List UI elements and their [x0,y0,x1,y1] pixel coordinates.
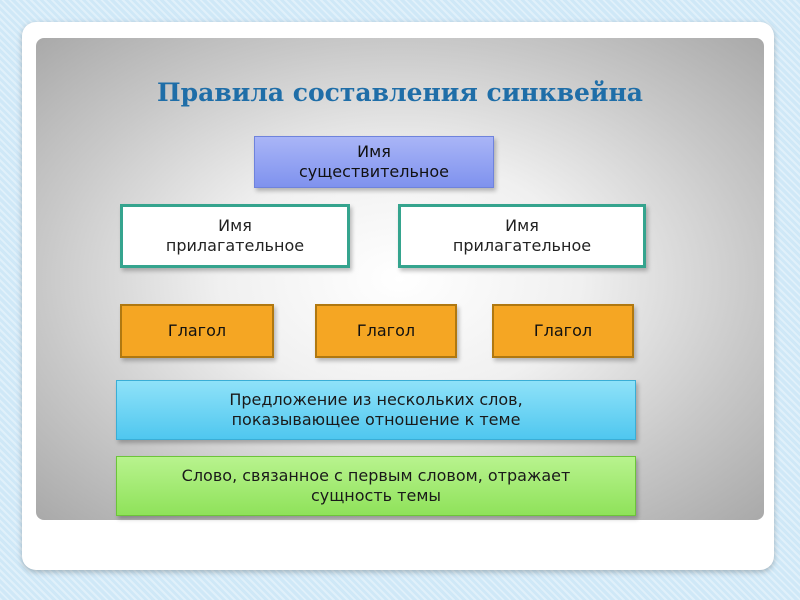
noun-box: Имя существительное [254,136,494,188]
sentence-box: Предложение из нескольких слов, показыва… [116,380,636,440]
slide-panel [36,38,764,520]
synonym-box: Слово, связанное с первым словом, отража… [116,456,636,516]
adjective-box-1: Имя прилагательное [120,204,350,268]
verb-box-1: Глагол [120,304,274,358]
adjective-box-2: Имя прилагательное [398,204,646,268]
slide-title: Правила составления синквейна [157,78,643,107]
verb-box-2: Глагол [315,304,457,358]
verb-box-3: Глагол [492,304,634,358]
